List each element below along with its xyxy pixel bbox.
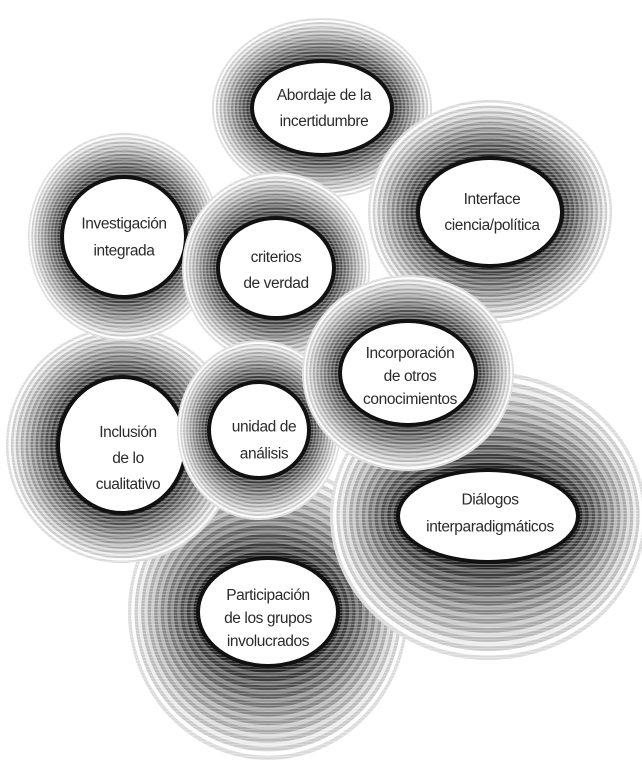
node-center	[254, 63, 390, 153]
node-center	[64, 179, 184, 295]
node-label-line: interparadigmáticos	[426, 519, 554, 536]
node-label-line: incertidumbre	[280, 113, 369, 130]
node-label-line: Interface	[464, 191, 521, 208]
node-label-line: Inclusión	[99, 424, 157, 441]
node-label-line: de los grupos	[224, 610, 313, 627]
node-center	[220, 220, 332, 316]
node-label-line: Abordaje de la	[277, 87, 372, 104]
node-label-line: Investigación	[81, 216, 166, 233]
node-label-line: cualitativo	[96, 476, 161, 493]
node-center	[400, 472, 576, 560]
node-label: Participación de los grupos involucrados	[224, 587, 313, 650]
node-center	[420, 160, 560, 264]
node-label-line: ciencia/política	[444, 217, 540, 234]
node-label-line: involucrados	[227, 633, 310, 650]
node-label-line: integrada	[93, 243, 155, 260]
node-label-line: unidad de	[232, 419, 297, 436]
node-label-line: análisis	[240, 446, 289, 463]
node-label-line: Diálogos	[461, 492, 519, 509]
node-label-line: de otros	[384, 368, 437, 385]
node-label-line: de verdad	[243, 275, 308, 292]
node-incorporacion: Incorporación de otros conocimientos	[302, 275, 514, 471]
node-label-line: criterios	[251, 249, 302, 266]
node-label-line: conocimientos	[363, 391, 458, 408]
node-label-line: Incorporación	[366, 345, 455, 362]
node-label-line: de lo	[112, 450, 144, 467]
node-label-line: Participación	[226, 587, 310, 604]
